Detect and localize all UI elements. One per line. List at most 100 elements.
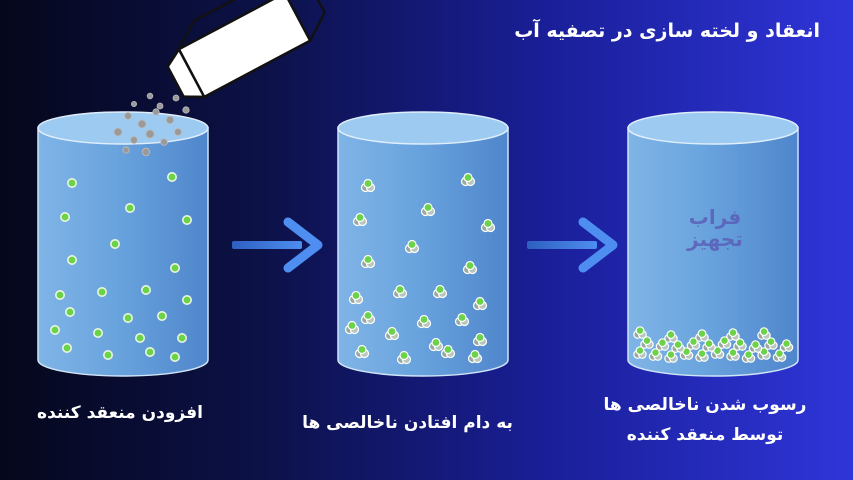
floc-particle: [704, 339, 714, 349]
particle: [65, 306, 76, 317]
floc-particle: [399, 350, 409, 361]
floc-particle: [423, 202, 433, 213]
diagram-title: انعقاد و لخته سازی در تصفیه آب: [514, 20, 820, 42]
particle: [54, 289, 65, 300]
powder-grain: [137, 119, 147, 129]
floc-particle: [658, 338, 667, 348]
particle: [167, 172, 178, 183]
step-3-caption-line-2: توسط منعقد کننده: [626, 425, 784, 445]
floc-particle: [697, 349, 707, 359]
coagulant-box-icon: [166, 0, 326, 99]
floc-particle: [751, 340, 760, 350]
floc-particle: [697, 329, 707, 339]
floc-particle: [355, 212, 365, 223]
floc-particle: [443, 344, 453, 355]
floc-particle: [457, 312, 467, 323]
powder-grain: [124, 112, 132, 120]
floc-particle: [635, 346, 645, 356]
floc-particle: [470, 349, 480, 360]
floc-particle: [475, 296, 485, 307]
particle: [145, 346, 156, 357]
step-3-caption: رسوب شدن ناخالصی ها توسط منعقد کننده: [590, 390, 820, 450]
particle: [182, 215, 193, 226]
particle: [59, 212, 70, 223]
watermark-line-2: تجهیز: [687, 227, 743, 251]
particle: [67, 255, 78, 266]
powder-grain: [156, 102, 164, 110]
trapped-impurities: [344, 172, 496, 365]
particle: [170, 262, 181, 273]
powder-grain: [146, 92, 154, 100]
floc-particle: [766, 337, 776, 347]
floc-particle: [744, 350, 753, 360]
particle: [49, 324, 60, 335]
floc-particle: [363, 254, 373, 265]
particle: [97, 286, 108, 297]
powder-grain: [141, 147, 151, 157]
powder-grain: [152, 108, 160, 116]
floc-particle: [387, 326, 397, 337]
step-1-caption: افزودن منعقد کننده: [37, 403, 203, 423]
beaker-2: [337, 111, 509, 377]
floc-particle: [775, 349, 784, 359]
coagulant-particles: [49, 172, 193, 362]
floc-particle: [666, 330, 676, 340]
powder-grain: [172, 94, 180, 102]
floc-particle: [395, 284, 405, 295]
powder-grain: [160, 138, 168, 146]
floc-particle: [347, 320, 357, 331]
floc-particle: [759, 327, 769, 337]
particle: [125, 203, 136, 214]
floc-particle: [689, 337, 698, 347]
particle: [67, 178, 78, 189]
floc-particle: [407, 239, 417, 250]
powder-grain: [130, 136, 138, 144]
particle: [170, 351, 181, 362]
particle: [93, 327, 104, 338]
floc-particle: [720, 336, 729, 346]
particle: [182, 294, 193, 305]
step-2-caption: به دام افتادن ناخالصی ها: [302, 413, 513, 433]
floc-particle: [673, 340, 683, 350]
floc-particle: [728, 328, 738, 338]
particle: [123, 312, 134, 323]
particle: [61, 342, 72, 353]
floc-particle: [728, 348, 738, 358]
floc-particle: [642, 336, 652, 346]
floc-particle: [666, 350, 676, 360]
floc-particle: [651, 348, 660, 358]
particle: [157, 310, 168, 321]
floc-particle: [782, 339, 791, 349]
arrow-right-icon: [232, 217, 323, 273]
powder-grain: [182, 106, 190, 114]
settled-sediment: [633, 326, 794, 363]
floc-particle: [465, 260, 475, 271]
powder-grain: [173, 127, 182, 136]
watermark-line-1: فراب: [688, 205, 742, 229]
floc-particle: [357, 344, 367, 355]
powder-grain: [122, 146, 130, 154]
floc-particle: [463, 172, 473, 183]
watermark-logo: فراب تجهیز: [680, 206, 750, 250]
beaker-3: [627, 111, 799, 377]
floc-particle: [419, 314, 429, 325]
floc-particle: [475, 332, 485, 343]
powder-grain: [145, 129, 155, 139]
floc-particle: [363, 178, 373, 189]
particle: [177, 332, 188, 343]
floc-particle: [431, 337, 441, 348]
beaker-1: [37, 111, 209, 377]
coagulant-powder: [113, 92, 190, 157]
arrow-right-icon: [527, 217, 618, 273]
particle: [103, 349, 114, 360]
powder-grain: [130, 101, 137, 108]
floc-particle: [363, 310, 373, 321]
floc-particle: [435, 284, 445, 295]
floc-particle: [735, 338, 745, 348]
powder-grain: [165, 115, 175, 125]
particle: [110, 239, 121, 250]
floc-particle: [351, 290, 361, 301]
particle: [135, 332, 146, 343]
powder-grain: [113, 127, 123, 137]
step-3-caption-line-1: رسوب شدن ناخالصی ها: [603, 395, 807, 415]
